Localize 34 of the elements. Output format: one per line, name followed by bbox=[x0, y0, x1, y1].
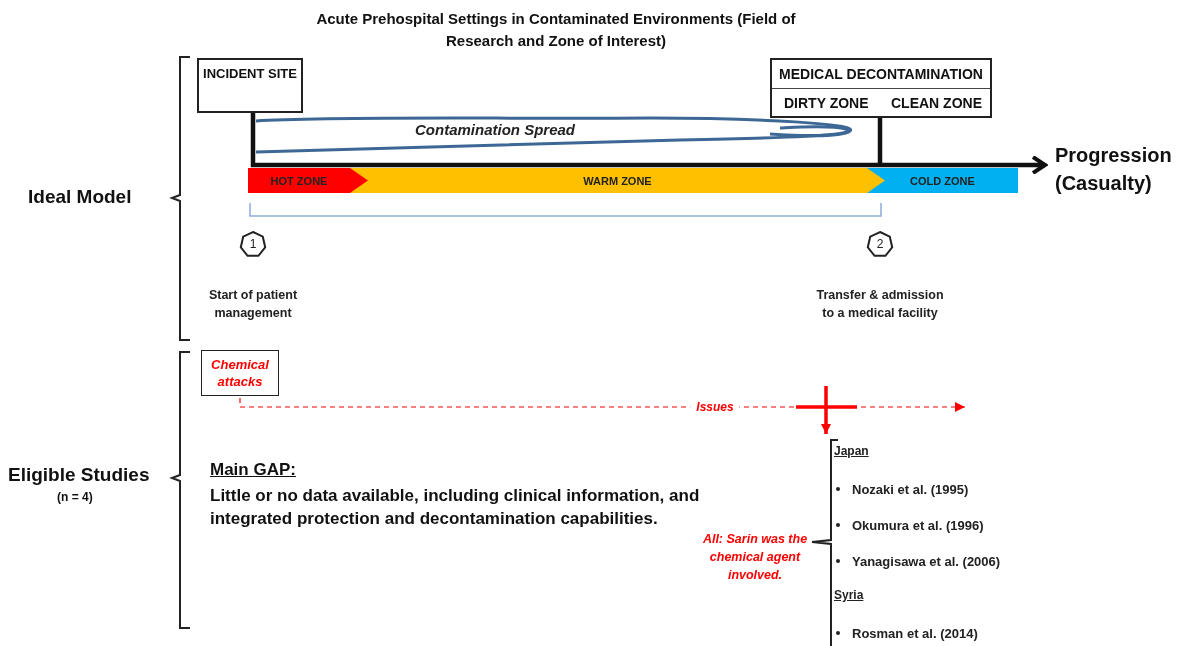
text-label: Main GAP: bbox=[210, 460, 296, 480]
arrow bbox=[250, 113, 1047, 175]
country-heading: Japan bbox=[834, 444, 869, 458]
step-caption: Transfer & admission to a medical facility bbox=[815, 287, 945, 322]
zone-label: DIRTY ZONE bbox=[784, 94, 869, 111]
text-label: Eligible Studies bbox=[8, 464, 150, 486]
arrow bbox=[239, 397, 966, 412]
step-caption: Start of patient management bbox=[207, 287, 299, 322]
zone-label: COLD ZONE bbox=[910, 174, 975, 187]
arrow bbox=[821, 386, 831, 434]
study-reference: Nozaki et al. (1995) bbox=[852, 481, 969, 497]
source-box bbox=[201, 350, 279, 396]
edge-label: Issues bbox=[690, 400, 740, 414]
box-title: Chemical attacks bbox=[210, 356, 270, 390]
zone-label: WARM ZONE bbox=[583, 174, 652, 187]
incident-box bbox=[197, 58, 303, 113]
zone-label: HOT ZONE bbox=[270, 174, 328, 187]
text-label: Contamination Spread bbox=[415, 121, 575, 138]
study-reference: Rosman et al. (2014) bbox=[852, 625, 978, 641]
text-label: All: Sarin was the chemical agent involved. bbox=[701, 531, 809, 584]
diagram-title: Acute Prehospital Settings in Contaminated Environments (Field of Research and Zone of Interest) bbox=[316, 9, 796, 51]
country-heading: Syria bbox=[834, 588, 864, 602]
box-title: MEDICAL DECONTAMINATION bbox=[779, 66, 983, 82]
decontamination-box bbox=[770, 58, 992, 118]
text-label: Little or no data available, including clinical information, and integrated protection and decontamination capabilities. bbox=[210, 485, 701, 530]
text-label: (n = 4) bbox=[57, 490, 93, 504]
step-number: 2 bbox=[876, 237, 884, 251]
study-reference: Yanagisawa et al. (2006) bbox=[852, 553, 1001, 569]
zone-label: CLEAN ZONE bbox=[891, 94, 982, 111]
axis-label: Progression (Casualty) bbox=[1055, 143, 1173, 196]
box-title: INCIDENT SITE bbox=[203, 66, 297, 81]
text-label: Ideal Model bbox=[28, 186, 132, 208]
step-number: 1 bbox=[249, 237, 257, 251]
study-reference: Okumura et al. (1996) bbox=[852, 517, 984, 533]
